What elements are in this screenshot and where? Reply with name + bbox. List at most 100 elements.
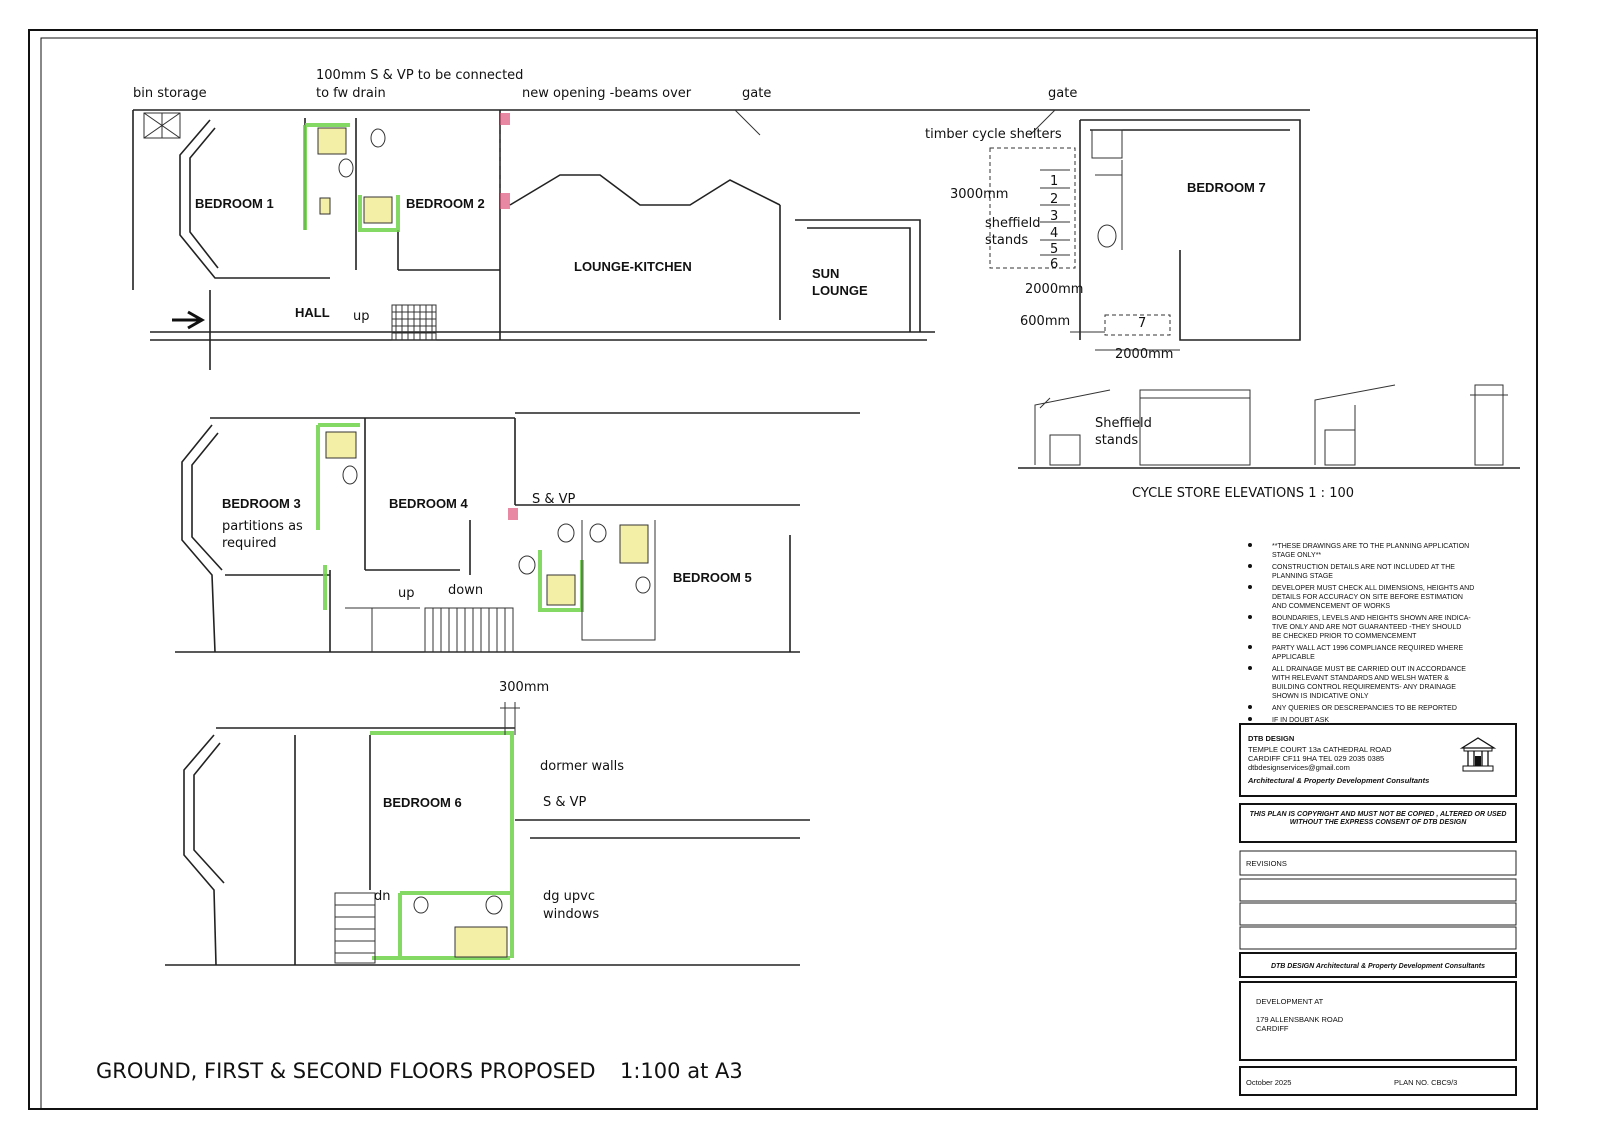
development-at: DEVELOPMENT AT (1256, 997, 1324, 1006)
general-note-line: CONSTRUCTION DETAILS ARE NOT INCLUDED AT… (1272, 564, 1455, 571)
development-address-2: CARDIFF (1256, 1024, 1289, 1033)
copyright-line-1: THIS PLAN IS COPYRIGHT AND MUST NOT BE C… (1250, 811, 1507, 818)
note-sheffield: sheffield (985, 216, 1040, 231)
note-bullet-icon (1248, 615, 1252, 619)
room-lounge-kitchen: LOUNGE-KITCHEN (574, 259, 692, 274)
room-sun: SUN (812, 266, 839, 281)
note-bullet-icon (1248, 543, 1252, 547)
note-up-ground: up (353, 309, 370, 324)
general-note-line: STAGE ONLY** (1272, 552, 1321, 559)
room-bedroom-3: BEDROOM 3 (222, 496, 301, 511)
stand-number-1: 1 (1050, 174, 1058, 189)
general-note-line: BOUNDARIES, LEVELS AND HEIGHTS SHOWN ARE… (1272, 615, 1471, 622)
note-bullet-icon (1248, 717, 1252, 721)
general-note-line: DETAILS FOR ACCURACY ON SITE BEFORE ESTI… (1272, 594, 1463, 601)
sheet-inner-border (40, 37, 1538, 1110)
company-box (1239, 723, 1517, 797)
general-note-line: AND COMMENCEMENT OF WORKS (1272, 603, 1390, 610)
note-bullet-icon (1248, 585, 1252, 589)
note-bullet-icon (1248, 645, 1252, 649)
copyright-line-2: WITHOUT THE EXPRESS CONSENT OF DTB DESIG… (1290, 819, 1468, 826)
general-note-line: **THESE DRAWINGS ARE TO THE PLANNING APP… (1272, 543, 1469, 550)
note-partitions-1: partitions as (222, 519, 303, 534)
note-gate-1: gate (742, 86, 771, 101)
stand-number-4: 4 (1050, 226, 1058, 241)
shower-first-a (546, 574, 576, 606)
note-dormer: dormer walls (540, 759, 624, 774)
shower-ground (363, 196, 393, 224)
room-lounge: LOUNGE (812, 283, 868, 298)
company-email: dtbdesignservices@gmail.com (1248, 763, 1350, 772)
cycle-store-elevations: Sheffield stands CYCLE STORE ELEVATIONS … (1018, 384, 1520, 501)
note-svp-first: S & VP (532, 492, 576, 507)
note-svp-line1: 100mm S & VP to be connected (316, 68, 523, 83)
bath-ground (317, 127, 347, 155)
room-hall: HALL (295, 305, 330, 320)
note-dim-2000b: 2000mm (1115, 347, 1173, 362)
room-bedroom-6: BEDROOM 6 (383, 795, 462, 810)
note-dn: dn (374, 889, 391, 904)
revisions-header (1239, 850, 1517, 876)
elevation-sheffield: Sheffield (1095, 416, 1152, 431)
cycle-store-caption: CYCLE STORE ELEVATIONS 1 : 100 (1132, 486, 1354, 501)
entrance-arrow-icon (172, 310, 206, 330)
note-dim-300: 300mm (499, 680, 549, 695)
general-note-line: IF IN DOUBT ASK (1272, 717, 1329, 724)
first-stair (424, 607, 514, 653)
general-note-line: APPLICABLE (1272, 654, 1315, 661)
stand-number-2: 2 (1050, 192, 1058, 207)
general-note-line: DEVELOPER MUST CHECK ALL DIMENSIONS, HEI… (1272, 585, 1474, 592)
room-bedroom-4: BEDROOM 4 (389, 496, 469, 511)
second-floor-plan: BEDROOM 6 300mm dormer walls S & VP dn d… (165, 680, 810, 966)
note-up-first: up (398, 586, 415, 601)
general-note-line: ALL DRAINAGE MUST BE CARRIED OUT IN ACCO… (1272, 666, 1466, 673)
elevation-stands: stands (1095, 433, 1138, 448)
note-windows-2: windows (543, 907, 599, 922)
plan-info-box (1239, 1066, 1517, 1096)
note-dim-3000: 3000mm (950, 187, 1008, 202)
note-down-first: down (448, 583, 483, 598)
general-note-line: PARTY WALL ACT 1996 COMPLIANCE REQUIRED … (1272, 645, 1463, 652)
room-bedroom-5: BEDROOM 5 (673, 570, 752, 585)
note-bullet-icon (1248, 705, 1252, 709)
note-bullet-icon (1248, 564, 1252, 568)
general-note-line: SHOWN IS INDICATIVE ONLY (1272, 693, 1369, 700)
company-banner-box (1239, 952, 1517, 978)
company-address-2: CARDIFF CF11 9HA TEL 029 2035 0385 (1248, 754, 1384, 763)
plan-number: PLAN NO. CBC9/3 (1394, 1078, 1457, 1087)
general-note-line: WITH RELEVANT STANDARDS AND WELSH WATER … (1272, 675, 1449, 682)
note-partitions-2: required (222, 536, 276, 551)
stand-number-6: 6 (1050, 257, 1058, 272)
general-note-line: PLANNING STAGE (1272, 573, 1333, 580)
note-stands: stands (985, 233, 1028, 248)
revisions-row-2 (1239, 902, 1517, 926)
note-cycle-shelters: timber cycle shelters (925, 127, 1062, 142)
bath-first (325, 431, 357, 459)
note-windows-1: dg upvc (543, 889, 595, 904)
second-stair (334, 892, 376, 964)
stand-number-5: 5 (1050, 242, 1058, 257)
development-address-1: 179 ALLENSBANK ROAD (1256, 1015, 1344, 1024)
bath-second (454, 926, 508, 958)
note-svp-second: S & VP (543, 795, 587, 810)
note-bullet-icon (1248, 666, 1252, 670)
development-box (1239, 981, 1517, 1061)
ground-floor-plan: bin storage 100mm S & VP to be connected… (132, 68, 1310, 370)
company-address-1: TEMPLE COURT 13a CATHEDRAL ROAD (1248, 745, 1392, 754)
cycle-shelter (989, 147, 1076, 269)
bath-first-b (619, 524, 649, 564)
first-floor-plan: BEDROOM 3 BEDROOM 4 BEDROOM 5 partitions… (175, 412, 860, 653)
company-name: DTB DESIGN (1248, 734, 1294, 743)
copyright-box (1239, 803, 1517, 843)
title-block: DTB DESIGN TEMPLE COURT 13a CATHEDRAL RO… (1239, 723, 1517, 1096)
note-gate-2: gate (1048, 86, 1077, 101)
note-dim-2000a: 2000mm (1025, 282, 1083, 297)
general-note-line: BUILDING CONTROL REQUIREMENTS- ANY DRAIN… (1272, 684, 1456, 691)
room-bedroom-7: BEDROOM 7 (1187, 180, 1266, 195)
general-note-line: ANY QUERIES OR DESCREPANCIES TO BE REPOR… (1272, 705, 1457, 712)
revisions-row-1 (1239, 878, 1517, 902)
general-note-line: TIVE ONLY AND ARE NOT GUARANTEED -THEY S… (1272, 624, 1461, 631)
stand-number-7: 7 (1138, 316, 1146, 331)
general-notes: **THESE DRAWINGS ARE TO THE PLANNING APP… (1248, 543, 1474, 724)
